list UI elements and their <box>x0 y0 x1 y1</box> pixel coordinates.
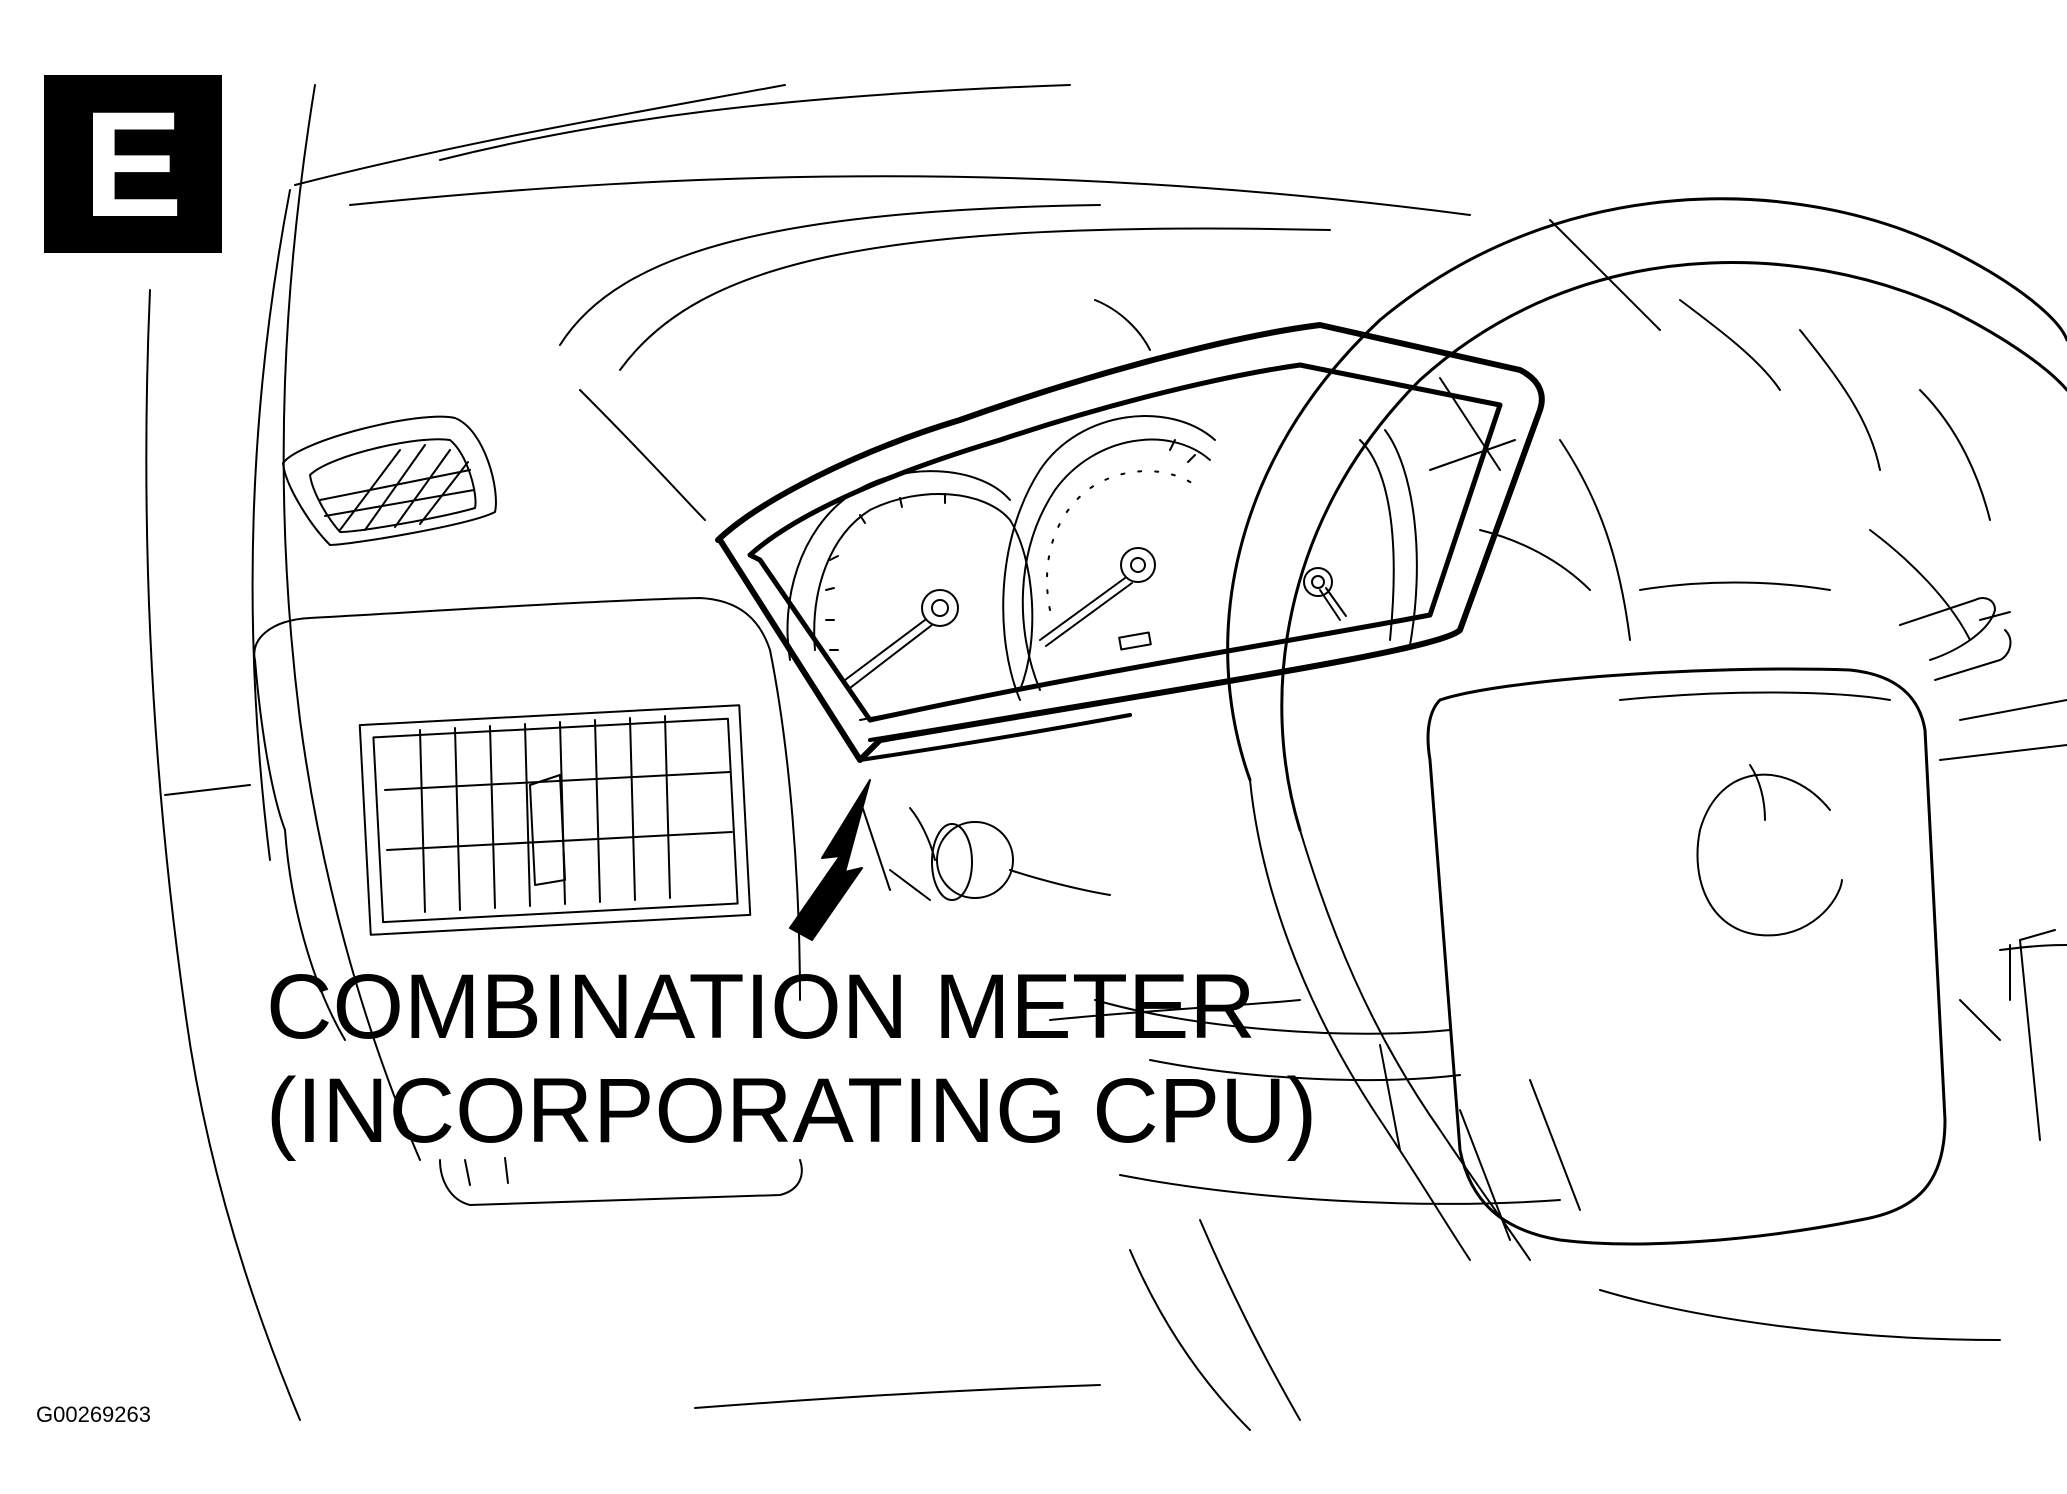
left-gauge <box>788 471 1033 720</box>
pointer-arrow <box>790 780 870 940</box>
trim-lines <box>860 220 1780 890</box>
combination-meter <box>718 325 1542 760</box>
component-callout: COMBINATION METER (INCORPORATING CPU) <box>266 955 1317 1163</box>
center-console <box>165 598 802 1205</box>
steering-wheel <box>1130 199 2067 1430</box>
stalk-and-column <box>1900 598 2067 1140</box>
speedometer <box>1003 416 1215 700</box>
section-letter: E <box>82 80 184 248</box>
dashboard-top-lines <box>295 85 1470 520</box>
knob <box>890 808 1110 900</box>
lower-panel <box>695 1000 2000 1408</box>
section-badge: E <box>44 75 222 253</box>
figure-code: G00269263 <box>36 1402 151 1427</box>
right-gauge <box>1304 430 1417 645</box>
side-air-vent <box>283 417 496 545</box>
a-pillar-lines <box>146 85 420 1420</box>
callout-line-2: (INCORPORATING CPU) <box>266 1060 1318 1162</box>
callout-line-1: COMBINATION METER <box>266 956 1256 1058</box>
